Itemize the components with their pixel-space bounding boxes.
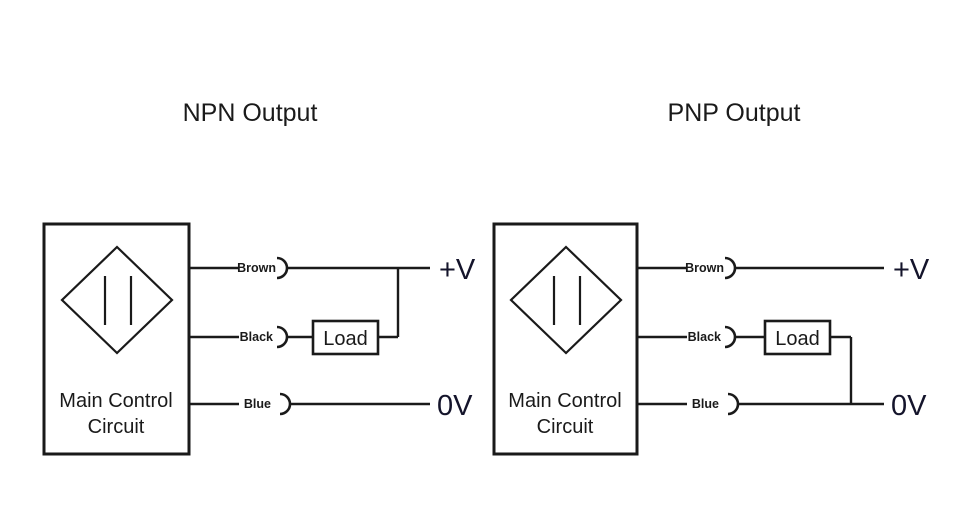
npn-proximity-sensor-diamond-icon [60, 245, 174, 355]
npn-main-control-block [42, 222, 191, 456]
pnp-ground-rail-label: 0V [891, 390, 927, 422]
npn-positive-rail-label: +V [439, 254, 476, 286]
npn-brown-connector-icon [276, 256, 289, 280]
npn-blue-connector-icon [279, 392, 292, 416]
npn-load-element: Load [311, 319, 380, 356]
npn-block-label-line2: Circuit [88, 416, 145, 438]
pnp-blue-wire-label: Blue [692, 397, 719, 411]
pnp-proximity-sensor-diamond-icon [509, 245, 623, 355]
npn-black-connector-icon [276, 325, 289, 349]
pnp-block-label-line1: Main Control [508, 390, 621, 412]
pnp-output-diagram: PNP Output Main Control Circuit Brown +V… [492, 99, 930, 456]
pnp-black-wire-label: Black [688, 330, 721, 344]
npn-black-wire-label: Black [240, 330, 273, 344]
pnp-brown-connector-icon [724, 256, 737, 280]
npn-brown-wire-label: Brown [237, 261, 276, 275]
pnp-brown-wire-label: Brown [685, 261, 724, 275]
npn-output-diagram: NPN Output Main Control Circuit Brown Bl… [42, 99, 476, 456]
npn-title: NPN Output [183, 99, 318, 127]
pnp-title: PNP Output [668, 99, 801, 127]
pnp-load-element: Load [763, 319, 832, 356]
npn-blue-wire-label: Blue [244, 397, 271, 411]
npn-load-label: Load [323, 328, 368, 350]
npn-ground-rail-label: 0V [437, 390, 473, 422]
pnp-block-label-line2: Circuit [537, 416, 594, 438]
pnp-blue-connector-icon [727, 392, 740, 416]
pnp-positive-rail-label: +V [893, 254, 930, 286]
pnp-black-connector-icon [724, 325, 737, 349]
pnp-main-control-block [492, 222, 639, 456]
npn-block-label-line1: Main Control [59, 390, 172, 412]
pnp-load-label: Load [775, 328, 820, 350]
